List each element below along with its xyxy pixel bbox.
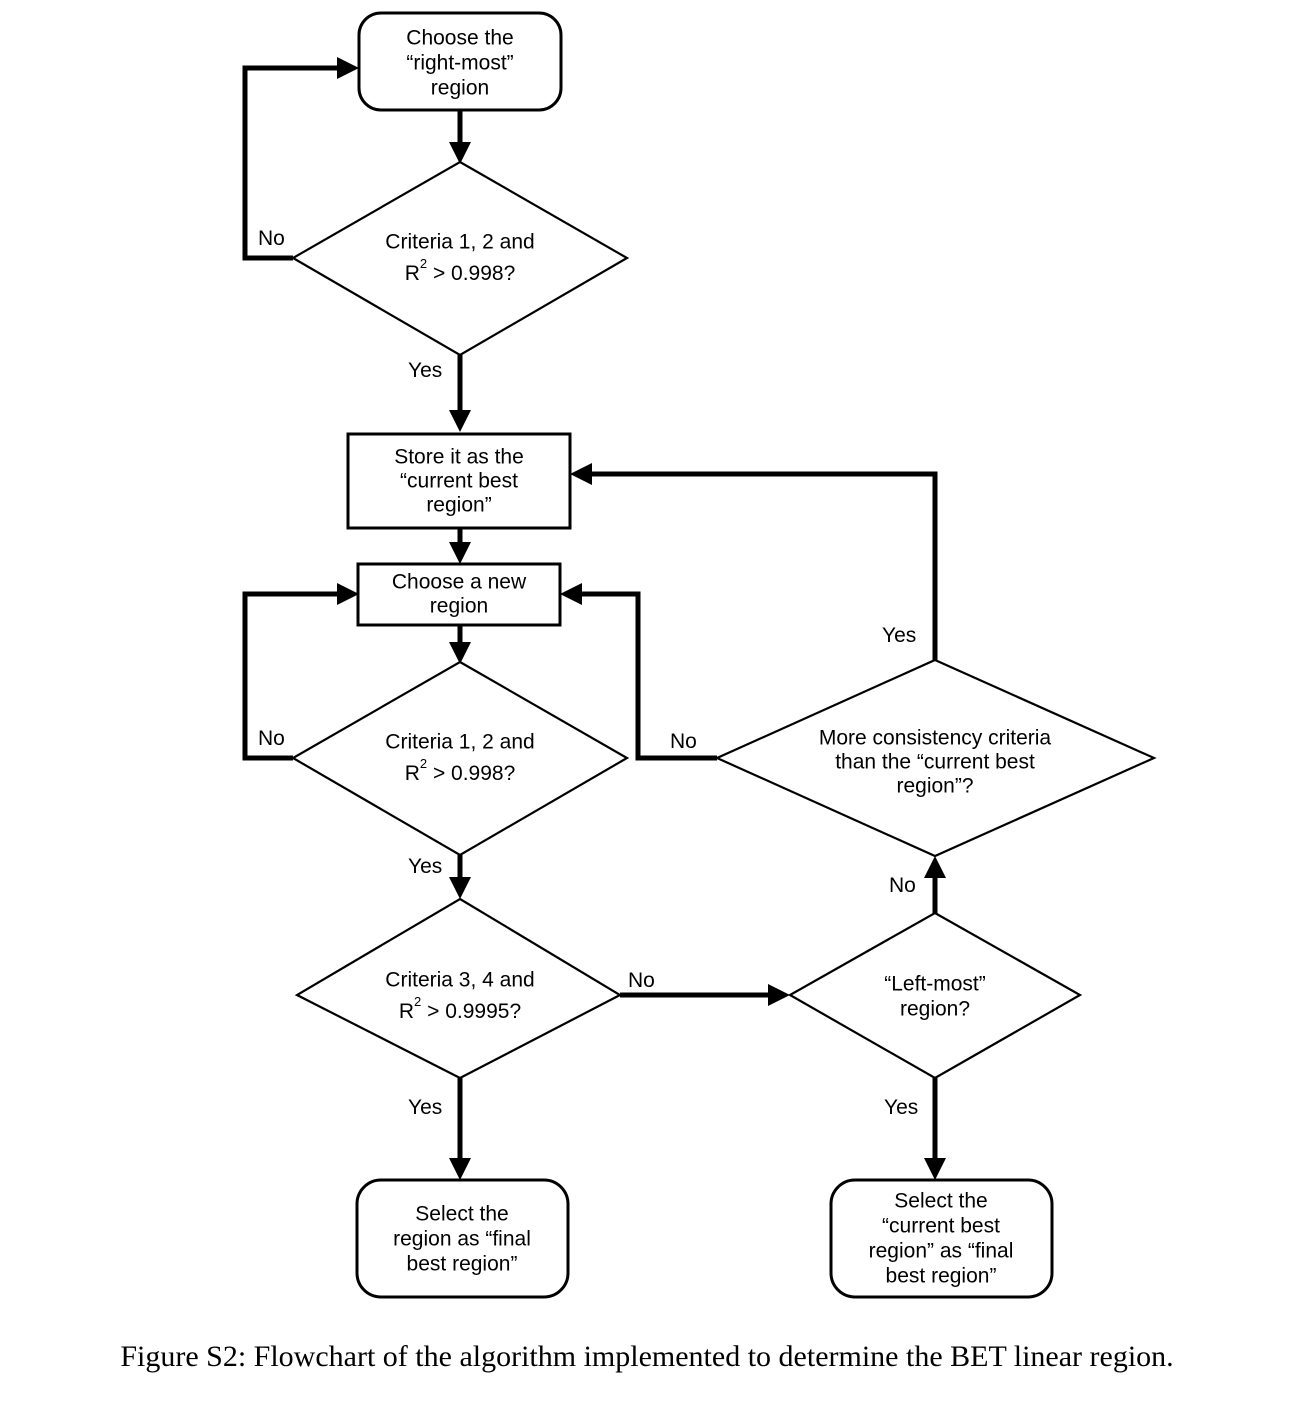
edge-no-loop-second (242, 591, 345, 761)
criteria-12-first-threshold: > 0.998? (427, 262, 515, 285)
node-choose-rightmost[interactable]: Choose the “right-most” region (357, 11, 563, 112)
criteria-34-exponent: 2 (414, 994, 421, 1009)
arrowhead-to-criteria12 (449, 142, 471, 164)
select-current-as-final-shape[interactable] (829, 1178, 1054, 1299)
criteria-12-second-threshold: > 0.998? (427, 762, 515, 785)
edge-label-yes-to-final-best: Yes (408, 1096, 442, 1119)
select-final-best-shape[interactable] (355, 1178, 570, 1299)
leftmost-region-line-2: region? (900, 998, 970, 1021)
select-current-as-final-line-2: “current best (882, 1215, 1000, 1238)
select-final-best-line-1: Select the (415, 1203, 508, 1226)
arrowhead-no-loop-second (337, 583, 359, 605)
choose-new-region-line-1: Choose a new (392, 571, 527, 594)
select-current-as-final-line-1: Select the (894, 1190, 987, 1213)
arrowhead-yes-to-store (449, 410, 471, 432)
more-consistency-line-3: region”? (896, 775, 973, 798)
more-consistency-line-2: than the “current best (835, 751, 1035, 774)
edge-labels: No Yes No No Yes Yes No No Yes Yes (258, 227, 918, 1119)
edge-label-yes-to-current-final: Yes (884, 1096, 918, 1119)
criteria-34-line-1: Criteria 3, 4 and (385, 969, 534, 992)
node-more-consistency[interactable]: More consistency criteria than the “curr… (714, 658, 1157, 858)
store-current-best-line-1: Store it as the (394, 446, 524, 469)
arrowhead-store-to-choose-new (449, 542, 471, 564)
figure-caption: Figure S2: Flowchart of the algorithm im… (120, 1340, 1174, 1373)
criteria-34-shape[interactable] (294, 897, 623, 1080)
node-criteria-12-second[interactable]: Criteria 1, 2 and R2 > 0.998? (290, 660, 630, 857)
more-consistency-line-1: More consistency criteria (819, 727, 1052, 750)
leftmost-region-line-1: “Left-most” (884, 973, 986, 996)
edge-no-loop-top (242, 65, 345, 261)
store-current-best-line-3: region” (426, 494, 491, 517)
criteria-12-second-line-1: Criteria 1, 2 and (385, 731, 534, 754)
criteria-12-second-exponent: 2 (420, 756, 427, 771)
choose-rightmost-line-3: region (431, 77, 489, 100)
choose-rightmost-shape[interactable] (357, 11, 563, 112)
node-choose-new-region[interactable]: Choose a new region (356, 562, 562, 627)
criteria-12-second-shape[interactable] (290, 660, 630, 857)
edge-label-no-to-leftmost: No (628, 969, 655, 992)
arrowhead-yes-to-criteria34 (449, 877, 471, 899)
criteria-12-second-line-2: R2 > 0.998? (405, 756, 516, 784)
edge-label-no-from-consistency: No (670, 730, 697, 753)
edge-label-no-from-leftmost: No (889, 874, 916, 897)
criteria-12-first-line-1: Criteria 1, 2 and (385, 231, 534, 254)
leftmost-region-shape[interactable] (787, 911, 1083, 1080)
choose-new-region-line-2: region (430, 595, 488, 618)
criteria-12-first-exponent: 2 (420, 256, 427, 271)
select-final-best-line-2: region as “final (393, 1228, 531, 1251)
criteria-12-first-shape[interactable] (290, 160, 630, 357)
arrowhead-no-from-consistency (560, 583, 582, 605)
arrowhead-no-loop-top (337, 57, 359, 79)
node-select-current-as-final[interactable]: Select the “current best region” as “fin… (829, 1178, 1054, 1299)
choose-rightmost-line-2: “right-most” (406, 52, 513, 75)
arrowhead-yes-to-final-best (449, 1158, 471, 1180)
criteria-12-second-r: R (405, 762, 420, 785)
choose-rightmost-line-1: Choose the (406, 27, 513, 50)
connectors (242, 57, 946, 1180)
criteria-12-first-line-2: R2 > 0.998? (405, 256, 516, 284)
arrowhead-no-from-leftmost (924, 856, 946, 878)
edge-label-no-loop-top: No (258, 227, 285, 250)
more-consistency-shape[interactable] (714, 658, 1157, 858)
select-current-as-final-line-4: best region” (886, 1265, 997, 1288)
edge-label-yes-to-criteria34: Yes (408, 855, 442, 878)
criteria-12-first-r: R (405, 262, 420, 285)
select-current-as-final-line-3: region” as “final (869, 1240, 1014, 1263)
criteria-34-threshold: > 0.9995? (421, 1000, 521, 1023)
store-current-best-shape[interactable] (346, 432, 572, 530)
edge-label-yes-from-consistency: Yes (882, 624, 916, 647)
arrowhead-choose-new-to-criteria12b (449, 642, 471, 664)
choose-new-region-shape[interactable] (356, 562, 562, 627)
node-select-final-best[interactable]: Select the region as “final best region” (355, 1178, 570, 1299)
select-final-best-line-3: best region” (407, 1253, 518, 1276)
arrowhead-yes-from-consistency (570, 463, 592, 485)
node-store-current-best[interactable]: Store it as the “current best region” (346, 432, 572, 530)
edge-no-from-consistency (574, 591, 717, 761)
node-leftmost-region[interactable]: “Left-most” region? (787, 911, 1083, 1080)
edge-label-yes-to-store: Yes (408, 359, 442, 382)
arrowhead-yes-to-current-final (924, 1158, 946, 1180)
arrowhead-no-to-leftmost (768, 984, 790, 1006)
criteria-34-line-2: R2 > 0.9995? (399, 994, 521, 1022)
criteria-34-r: R (399, 1000, 414, 1023)
store-current-best-line-2: “current best (400, 470, 518, 493)
node-criteria-12-first[interactable]: Criteria 1, 2 and R2 > 0.998? (290, 160, 630, 357)
edge-yes-from-consistency (584, 471, 938, 660)
edge-label-no-loop-second: No (258, 727, 285, 750)
node-criteria-34[interactable]: Criteria 3, 4 and R2 > 0.9995? (294, 897, 623, 1080)
